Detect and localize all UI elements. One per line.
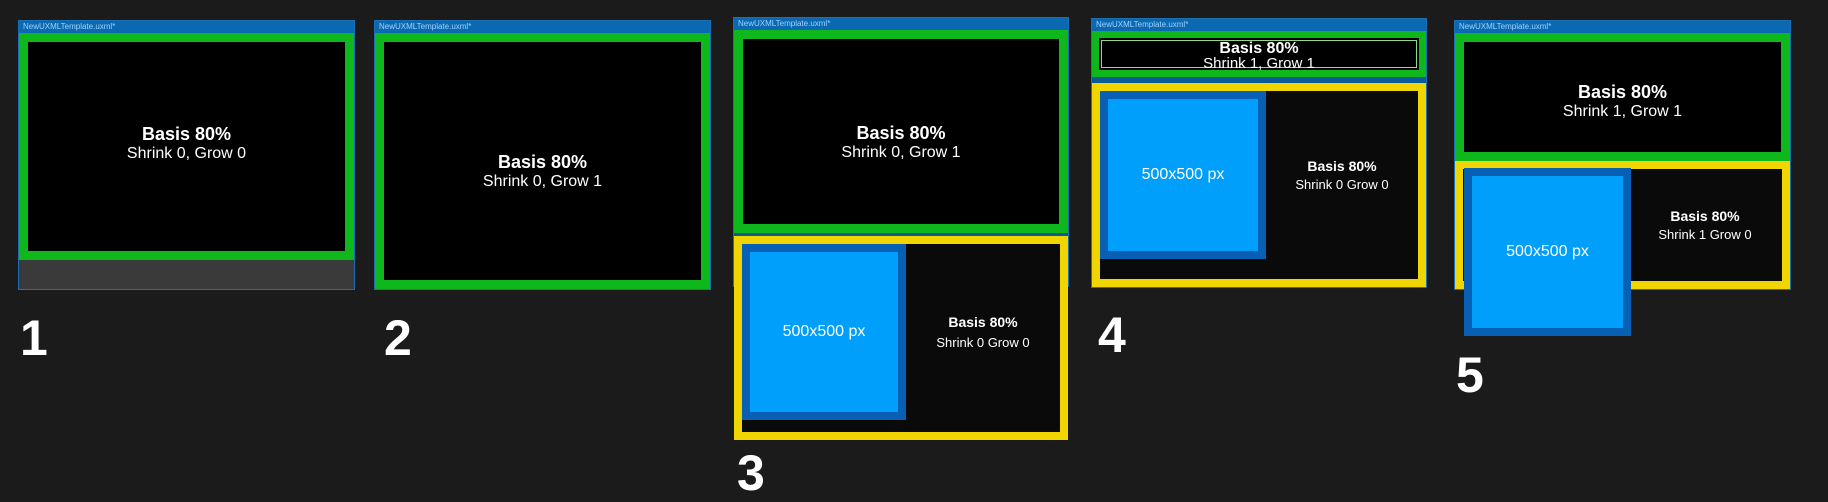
shrink-grow-label: Shrink 0, Grow 1 [482, 173, 603, 190]
top-flex-item: Basis 80% Shrink 1, Grow 1 [1092, 31, 1426, 77]
panel-number: 3 [737, 445, 765, 501]
panel-1-window: NewUXMLTemplate.uxml* Basis 80% Shrink 0… [18, 20, 355, 290]
inner-outline [1101, 40, 1417, 68]
panel-4-window: NewUXMLTemplate.uxml* Basis 80% Shrink 1… [1091, 18, 1427, 288]
basis-label: Basis 80% [1307, 158, 1377, 174]
window-titlebar: NewUXMLTemplate.uxml* [375, 21, 710, 33]
basis-label: Basis 80% [141, 124, 232, 144]
box-label: 500x500 px [1141, 166, 1225, 183]
top-flex-item: Basis 80% Shrink 0, Grow 1 [734, 30, 1068, 233]
window-titlebar: NewUXMLTemplate.uxml* [1092, 19, 1426, 31]
bottom-basis-item: Basis 80% Shrink 0 Grow 0 [1266, 91, 1418, 259]
box-label: 500x500 px [1506, 243, 1589, 260]
window-title: NewUXMLTemplate.uxml* [1459, 22, 1552, 31]
basis-label: Basis 80% [1577, 82, 1668, 102]
bottom-basis-item: Basis 80% Shrink 1 Grow 0 [1628, 169, 1782, 281]
window-title: NewUXMLTemplate.uxml* [1096, 20, 1189, 29]
basis-label: Basis 80% [1219, 40, 1299, 57]
panel-3-window: NewUXMLTemplate.uxml* Basis 80% Shrink 0… [733, 17, 1069, 287]
shrink-grow-label: Shrink 0 Grow 0 [936, 335, 1030, 350]
fixed-size-box: 500x500 px [1464, 168, 1631, 336]
basis-label: Basis 80% [497, 152, 588, 172]
window-title: NewUXMLTemplate.uxml* [23, 22, 116, 31]
shrink-grow-label: Shrink 0, Grow 1 [841, 144, 961, 161]
shrink-grow-label: Shrink 1, Grow 1 [1203, 55, 1315, 72]
window-title: NewUXMLTemplate.uxml* [738, 19, 831, 28]
basis-label: Basis 80% [948, 314, 1018, 330]
top-flex-item: Basis 80% Shrink 1, Grow 1 [1455, 33, 1790, 161]
panel-number: 2 [384, 310, 412, 366]
shrink-grow-label: Shrink 1, Grow 1 [1562, 103, 1683, 120]
window-titlebar: NewUXMLTemplate.uxml* [19, 21, 354, 33]
fixed-size-box: 500x500 px [1100, 91, 1266, 259]
window-titlebar: NewUXMLTemplate.uxml* [1455, 21, 1790, 33]
box-label: 500x500 px [782, 323, 866, 340]
empty-space [19, 260, 354, 289]
panel-number: 5 [1456, 347, 1484, 403]
basis-label: Basis 80% [856, 123, 946, 143]
shrink-grow-label: Shrink 0 Grow 0 [1295, 177, 1389, 192]
top-flex-item: Basis 80% Shrink 0, Grow 1 [375, 33, 710, 289]
top-flex-item: Basis 80% Shrink 0, Grow 0 [19, 33, 354, 260]
shrink-grow-label: Shrink 0, Grow 0 [126, 145, 247, 162]
bottom-basis-item: Basis 80% Shrink 0 Grow 0 [906, 244, 1060, 420]
panel-2-window: NewUXMLTemplate.uxml* Basis 80% Shrink 0… [374, 20, 711, 290]
window-title: NewUXMLTemplate.uxml* [379, 22, 472, 31]
basis-label: Basis 80% [1670, 208, 1740, 224]
window-titlebar: NewUXMLTemplate.uxml* [734, 18, 1068, 30]
bottom-flex-row: 500x500 px Basis 80% Shrink 0 Grow 0 [1092, 83, 1426, 287]
panel-number: 1 [20, 310, 48, 366]
bottom-flex-row: 500x500 px Basis 80% Shrink 0 Grow 0 [734, 236, 1068, 440]
panel-number: 4 [1098, 307, 1126, 363]
fixed-size-box: 500x500 px [742, 244, 906, 420]
shrink-grow-label: Shrink 1 Grow 0 [1658, 227, 1752, 242]
